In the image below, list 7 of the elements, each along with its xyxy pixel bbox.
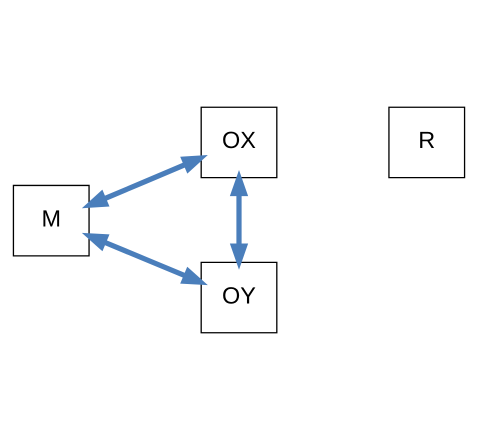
node-box: OX <box>200 106 278 178</box>
node-box: M <box>12 184 90 256</box>
arrow <box>230 169 248 270</box>
node-box: R <box>388 106 466 178</box>
arrow <box>82 154 208 208</box>
node-box: OY <box>200 261 278 333</box>
arrow <box>82 232 208 285</box>
